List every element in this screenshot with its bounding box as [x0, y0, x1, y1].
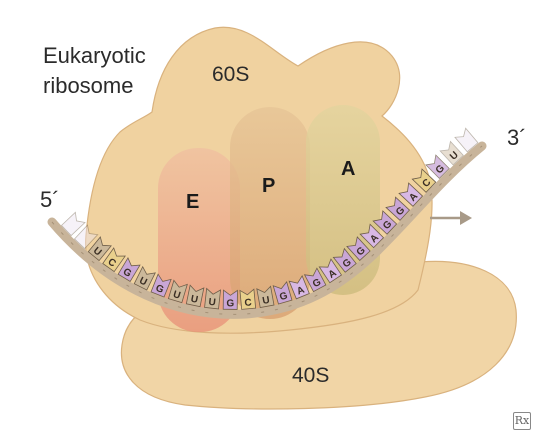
- nucleotide-U: U: [204, 287, 222, 310]
- nucleotide-C: C: [239, 288, 257, 310]
- nucleotide-G: G: [385, 196, 411, 221]
- small-subunit-label: 40S: [292, 364, 330, 387]
- nucleotide-U: U: [87, 236, 112, 262]
- nucleotide-faded: [454, 127, 479, 153]
- title-line-2: ribosome: [43, 73, 134, 98]
- nucleotide-letter: C: [244, 297, 252, 309]
- site-label-e: E: [186, 191, 200, 213]
- nucleotide-G: G: [272, 281, 293, 305]
- nucleotide-U: U: [133, 265, 156, 291]
- nucleotide-letter: U: [190, 294, 199, 306]
- site-label-a: A: [341, 158, 356, 180]
- nucleotide-faded: [60, 211, 86, 237]
- nucleotide-G: G: [425, 154, 450, 179]
- nucleotide-U: U: [167, 279, 188, 304]
- three-prime-label: 3´: [507, 125, 527, 150]
- nucleotide-U: U: [256, 285, 275, 308]
- title: Eukaryotic ribosome: [43, 41, 146, 101]
- p-site: [230, 107, 310, 319]
- nucleotide-G: G: [346, 236, 371, 261]
- nucleotide-letter: G: [154, 283, 166, 296]
- nucleotide-G: G: [150, 273, 172, 298]
- nucleotide-U: U: [185, 284, 205, 308]
- large-subunit-label: 60S: [212, 63, 250, 86]
- nucleotide-G: G: [117, 257, 141, 282]
- five-prime-label: 5´: [40, 187, 60, 212]
- nucleotide-G: G: [332, 247, 357, 273]
- nucleotide-letter: U: [172, 289, 182, 302]
- nucleotide-A: A: [359, 223, 385, 249]
- nucleotide-letter: U: [208, 297, 216, 309]
- rx-logo-icon: Rx: [513, 412, 531, 430]
- nucleotide-G: G: [303, 267, 327, 293]
- title-line-1: Eukaryotic: [43, 43, 146, 68]
- arrow-right-icon: [430, 211, 472, 225]
- nucleotide-U: U: [439, 140, 464, 166]
- site-label-p: P: [262, 175, 276, 197]
- nucleotide-G: G: [222, 289, 238, 310]
- nucleotide-G: G: [372, 210, 398, 235]
- nucleotide-A: A: [318, 258, 343, 284]
- nucleotide-letter: G: [278, 290, 289, 303]
- nucleotide-letter: U: [262, 295, 271, 307]
- nucleotide-letter: A: [295, 285, 306, 298]
- nucleotide-letter: G: [226, 298, 234, 309]
- nucleotide-A: A: [288, 275, 310, 300]
- nucleotide-faded: [73, 224, 99, 250]
- nucleotide-C: C: [102, 247, 126, 273]
- nucleotide-C: C: [411, 168, 437, 193]
- nucleotide-letter: U: [137, 275, 148, 288]
- nucleotide-A: A: [398, 182, 424, 207]
